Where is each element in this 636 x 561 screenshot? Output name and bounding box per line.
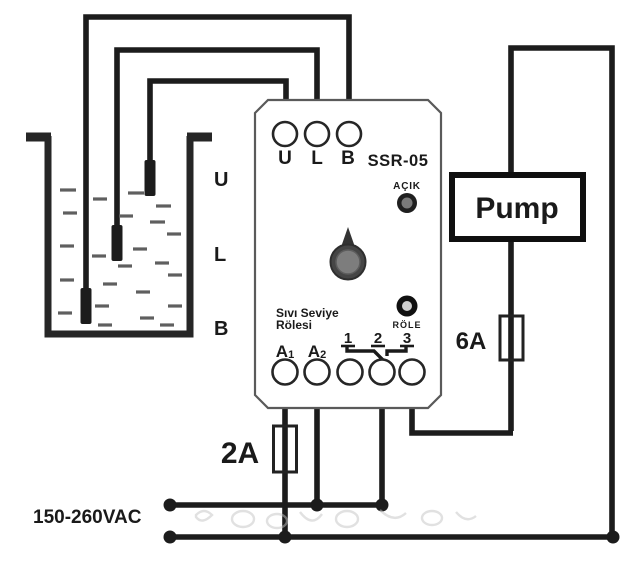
relay-model-label: SSR-05 [368, 152, 429, 170]
tank-walls [44, 136, 194, 338]
watermark [194, 509, 477, 530]
supply-lines: 2A 150-260VAC [33, 404, 620, 544]
terminal-contact-1 [336, 358, 364, 386]
terminal-contact-3 [398, 358, 426, 386]
terminal-a2-label: A2 [308, 342, 326, 361]
device-name-line1: Sıvı Seviye [276, 306, 339, 320]
supply-lower-endpoint [163, 530, 177, 544]
knob-inner [335, 249, 361, 275]
terminal-u-label: U [278, 148, 292, 169]
supply-voltage-label: 150-260VAC [33, 507, 142, 528]
relay-led-icon [402, 301, 412, 311]
wire-terminal3-to-fuse6a [409, 404, 513, 436]
contact-arm-1-2 [345, 346, 386, 363]
probe-wires [83, 14, 352, 292]
pump-label: Pump [475, 192, 558, 225]
fuse-6a-symbol [498, 314, 525, 362]
power-led-label: AÇIK [393, 181, 421, 192]
terminal-u [271, 120, 299, 148]
fuse-2a-label: 2A [221, 437, 259, 470]
device-name-line2: Rölesi [276, 318, 312, 332]
contact-3-label: 3 [403, 330, 411, 347]
relay-device: U L B SSR-05 AÇIK RÖLE Sıvı Seviye Röles… [253, 98, 443, 410]
wire-pump-loop [508, 45, 615, 535]
junction-terminal2 [375, 498, 389, 512]
water-dashes [58, 188, 182, 327]
terminal-contact-2 [368, 358, 396, 386]
terminal-a2 [303, 358, 331, 386]
tank-label-upper: U [214, 169, 228, 191]
terminal-a1-label: A1 [276, 342, 294, 361]
fuse-2a-symbol [272, 424, 298, 474]
contact-2-label: 2 [374, 330, 382, 347]
tank-label-bottom: B [214, 318, 228, 340]
contact-1-label: 1 [344, 330, 352, 347]
wire-probe-u-to-terminal-u [147, 78, 289, 167]
terminal-l [303, 120, 331, 148]
probe-electrode-b [80, 288, 92, 324]
pump-circuit: Pump 6A [409, 45, 615, 535]
probe-electrode-u [144, 160, 156, 196]
contact-arm-3 [385, 346, 408, 356]
tank: U L B [26, 132, 228, 340]
wire-probe-b-to-terminal-b [83, 14, 352, 292]
terminal-l-label: L [311, 148, 323, 169]
tank-label-lower: L [214, 244, 226, 266]
wire-probe-l-to-terminal-l [114, 47, 320, 232]
junction-a2 [310, 498, 324, 512]
probes [80, 160, 156, 324]
pump-box [449, 172, 586, 242]
terminal-a1 [271, 358, 299, 386]
level-adjust-knob [329, 227, 367, 281]
tank-level-labels: U L B [214, 169, 228, 340]
junction-2a-fuse [278, 530, 292, 544]
terminal-b [335, 120, 363, 148]
supply-upper-endpoint [163, 498, 177, 512]
power-led-icon [401, 197, 413, 209]
junction-pump-return [606, 530, 620, 544]
terminal-b-label: B [341, 148, 355, 169]
probe-electrode-l [111, 225, 123, 261]
relay-led-label: RÖLE [392, 320, 421, 330]
fuse-6a-label: 6A [456, 328, 487, 355]
